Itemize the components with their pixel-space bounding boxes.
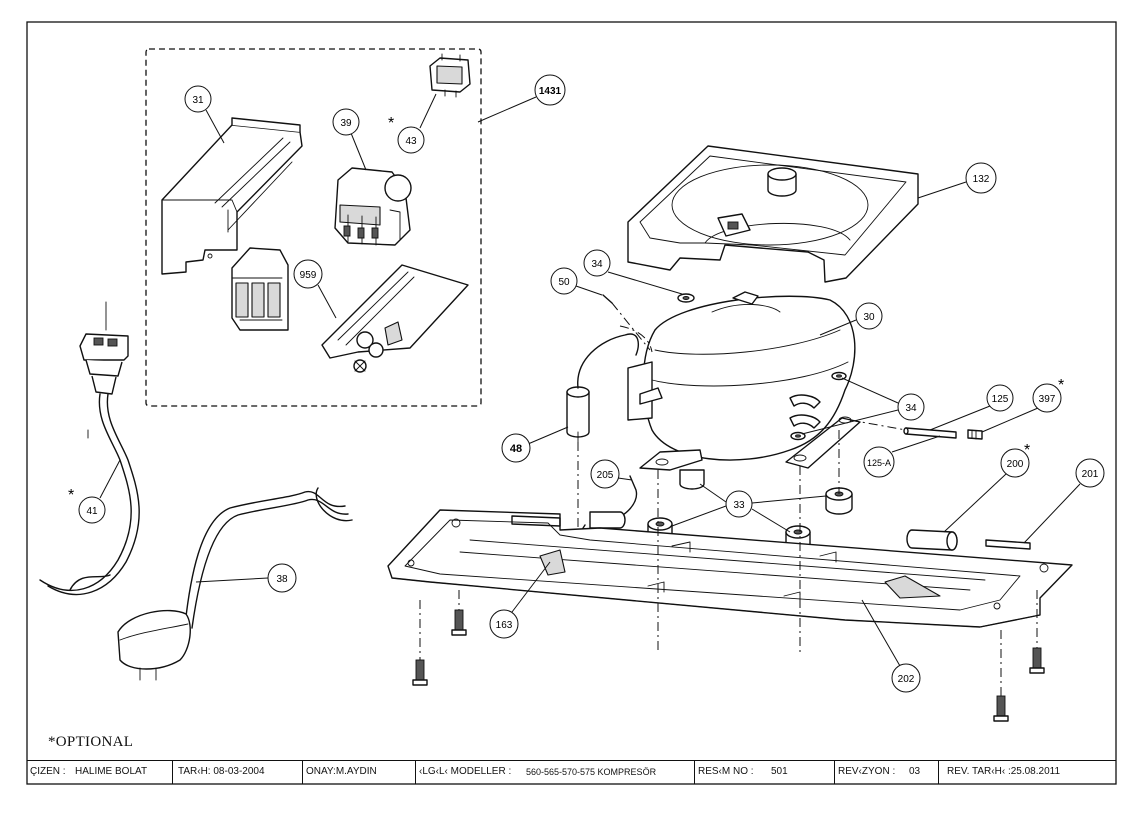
svg-text:34: 34 <box>591 259 603 270</box>
svg-text:39: 39 <box>340 118 352 129</box>
part-31-relay-cover <box>161 117 303 275</box>
callout-959: 959 <box>293 259 337 319</box>
callout-43: 43 <box>397 93 437 154</box>
part-125-bolt <box>903 427 983 440</box>
callout-39: 39 <box>332 108 367 171</box>
svg-text:38: 38 <box>276 574 288 585</box>
svg-text:132: 132 <box>973 174 990 185</box>
callout-30: 30 <box>819 302 883 336</box>
tb-modeller-label: ‹LG‹L‹ MODELLER : <box>419 766 512 777</box>
svg-text:200: 200 <box>1007 459 1024 470</box>
callout-1431: 1431 <box>477 74 566 123</box>
svg-text:397: 397 <box>1039 394 1056 405</box>
tb-cizen: ÇIZEN : HALIME BOLAT <box>27 760 173 784</box>
sheet-border <box>26 21 1117 785</box>
part-43-protector <box>429 53 471 98</box>
tb-resim-label: RES‹M NO : <box>698 766 754 777</box>
part-30-compressor <box>627 291 861 490</box>
tb-resim: RES‹M NO : 501 <box>695 760 835 784</box>
tb-onay: ONAY:M.AYDIN <box>303 760 416 784</box>
part-41-power-cord <box>39 301 140 596</box>
tb-tarih: TAR‹H: 08-03-2004 <box>173 760 303 784</box>
tb-modeller-value: 560-565-570-575 KOMPRESÖR <box>526 767 657 777</box>
svg-text:125: 125 <box>992 394 1009 405</box>
callout-33: 33 <box>671 483 827 533</box>
tb-modeller: ‹LG‹L‹ MODELLER : 560-565-570-575 KOMPRE… <box>416 760 695 784</box>
part-50-pin <box>602 294 613 304</box>
part-132-cover <box>627 145 919 283</box>
part-48-capacitor <box>566 333 639 443</box>
svg-text:48: 48 <box>510 443 522 455</box>
tb-revizyon: REV‹ZYON : 03 <box>835 760 939 784</box>
callout-202: 202 <box>861 599 921 693</box>
svg-text:50: 50 <box>558 277 570 288</box>
tb-revizyon-label: REV‹ZYON : <box>838 766 896 777</box>
callout-132: 132 <box>917 162 997 199</box>
svg-text:125-A: 125-A <box>867 458 891 468</box>
tb-rev-tarih: REV. TAR‹H‹ :25.08.2011 <box>939 760 1116 784</box>
callout-200: 200 <box>943 448 1030 533</box>
terminal-block <box>231 247 289 331</box>
svg-text:1431: 1431 <box>539 86 562 97</box>
callout-50: 50 <box>550 267 603 296</box>
callout-48: 48 <box>501 426 569 463</box>
relay-group-box <box>145 48 482 407</box>
svg-text:31: 31 <box>192 95 204 106</box>
capacitor-holder <box>589 511 626 529</box>
svg-text:205: 205 <box>597 470 614 481</box>
title-block <box>27 760 1116 785</box>
mounting-screws <box>412 609 1045 722</box>
part-34-washers <box>677 293 847 441</box>
svg-text:201: 201 <box>1082 469 1099 480</box>
tb-rev-tarih-text: REV. TAR‹H‹ :25.08.2011 <box>947 766 1061 777</box>
svg-text:43: 43 <box>405 136 417 147</box>
tb-onay-text: ONAY:M.AYDIN <box>306 766 377 777</box>
part-959-bracket <box>321 264 469 373</box>
callout-163: 163 <box>489 561 551 639</box>
callout-34-top: 34 <box>583 249 683 295</box>
callout-41: 41 <box>78 459 121 524</box>
callout-201: 201 <box>1023 458 1105 544</box>
asterisk-41: * <box>68 487 74 504</box>
callout-34-right: 34 <box>801 377 925 435</box>
tb-resim-value: 501 <box>771 766 788 777</box>
part-38-plug-cord <box>117 487 353 681</box>
tb-cizen-value: HALIME BOLAT <box>75 766 148 777</box>
asterisk-397: * <box>1058 377 1064 394</box>
asterisk-43: * <box>388 115 394 132</box>
svg-text:33: 33 <box>733 500 745 511</box>
svg-text:163: 163 <box>496 620 513 631</box>
callout-38: 38 <box>195 563 297 593</box>
tb-tarih-text: TAR‹H: 08-03-2004 <box>178 766 265 777</box>
svg-text:959: 959 <box>300 270 317 281</box>
svg-text:41: 41 <box>86 506 98 517</box>
callout-125: 125 <box>929 384 1014 431</box>
callout-397: 397 <box>981 383 1062 433</box>
callout-31: 31 <box>184 85 225 144</box>
callout-205: 205 <box>590 459 633 489</box>
asterisk-200: * <box>1024 442 1030 459</box>
part-201-rod <box>985 539 1031 550</box>
tb-revizyon-value: 03 <box>909 766 921 777</box>
part-39-ptc-relay <box>334 167 412 246</box>
optional-note: *OPTIONAL <box>48 734 134 750</box>
svg-text:34: 34 <box>905 403 917 414</box>
part-200-sleeve <box>906 529 958 551</box>
svg-text:30: 30 <box>863 312 875 323</box>
callout-125a: 125-A <box>863 435 941 478</box>
tb-cizen-label: ÇIZEN : <box>30 766 66 777</box>
part-202-base-plate <box>387 509 1073 628</box>
svg-text:202: 202 <box>898 674 915 685</box>
